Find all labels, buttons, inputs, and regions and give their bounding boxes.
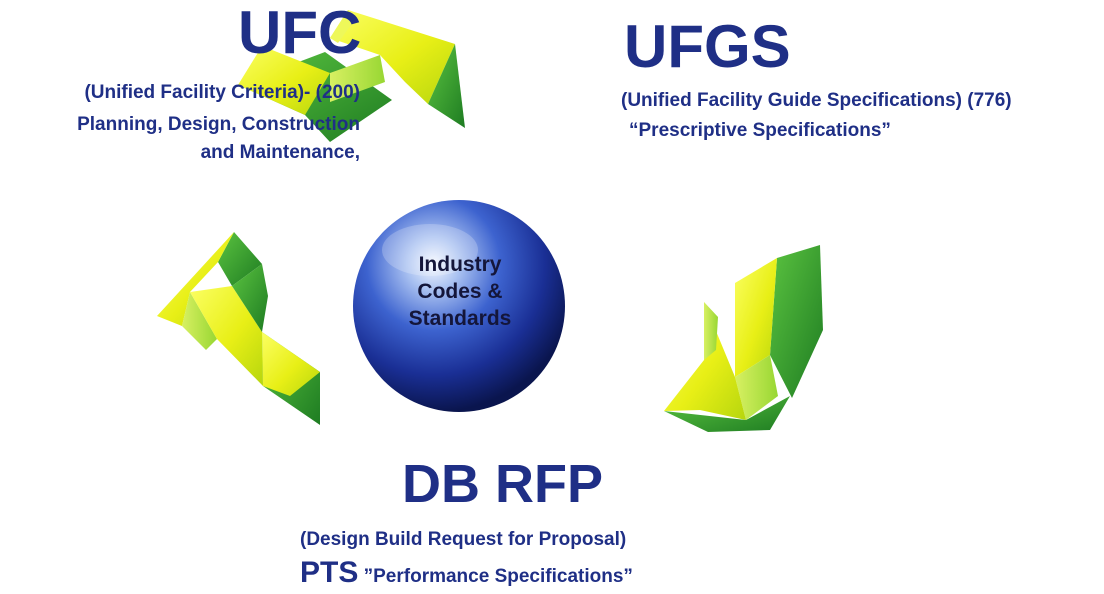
arrow-ufc-to-ufgs-icon bbox=[238, 10, 465, 142]
ufc-subtitle-line2: Planning, Design, Construction bbox=[77, 114, 360, 135]
center-sphere bbox=[353, 200, 565, 412]
ufgs-subtitle-line1: (Unified Facility Guide Specifications) … bbox=[621, 90, 1012, 111]
dbrfp-title: DB RFP bbox=[402, 454, 603, 514]
center-label: Industry Codes & Standards bbox=[380, 251, 540, 332]
ufc-subtitle-line1: (Unified Facility Criteria)- (200) bbox=[84, 82, 360, 103]
ufc-subtitle-line3: and Maintenance, bbox=[200, 142, 360, 163]
ufc-title: UFC bbox=[238, 0, 362, 66]
ufgs-subtitle-line2: “Prescriptive Specifications” bbox=[629, 120, 891, 141]
ufgs-title: UFGS bbox=[624, 13, 791, 80]
pts-line: PTS ”Performance Specifications” bbox=[300, 556, 633, 590]
pts-label: PTS bbox=[300, 556, 359, 589]
center-label-line2: Codes & bbox=[417, 280, 503, 303]
pts-text: ”Performance Specifications” bbox=[358, 566, 633, 587]
arrow-ufgs-to-dbrfp-icon bbox=[664, 245, 823, 432]
center-label-line3: Standards bbox=[408, 307, 512, 330]
dbrfp-subtitle: (Design Build Request for Proposal) bbox=[300, 529, 627, 550]
center-label-line1: Industry bbox=[418, 253, 502, 276]
arrow-dbrfp-to-ufc-icon bbox=[157, 232, 320, 425]
